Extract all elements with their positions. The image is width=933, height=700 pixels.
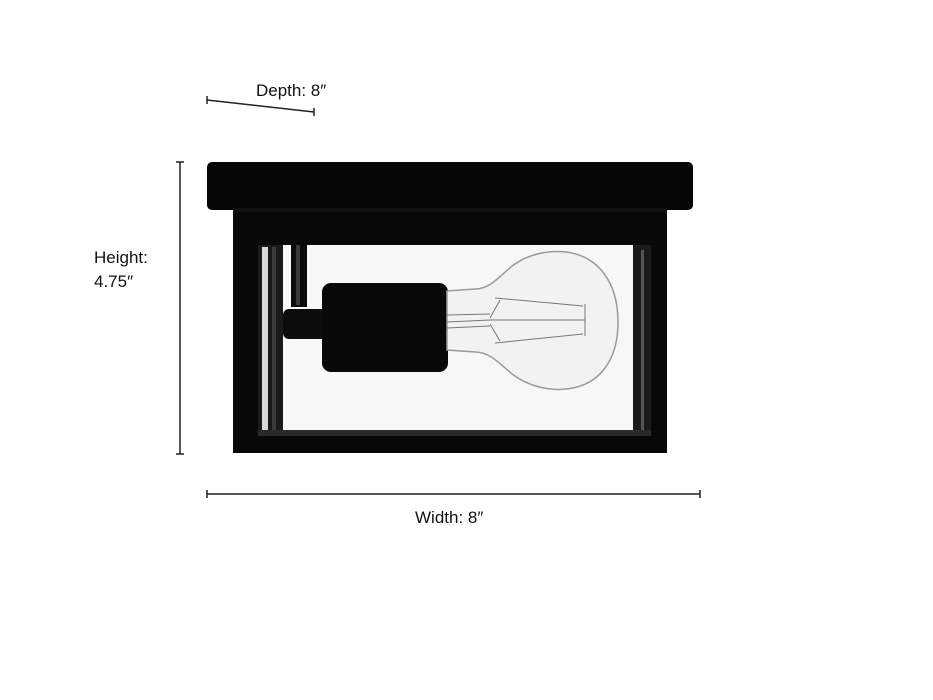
- bulb-socket: [322, 283, 448, 372]
- height-label-line2: 4.75″: [94, 272, 134, 291]
- width-label: Width: 8″: [415, 508, 484, 527]
- depth-dimension-line: [206, 96, 315, 116]
- height-dimension-line: [176, 161, 184, 455]
- bulb-filament: [446, 297, 586, 344]
- height-label-line1: Height:: [94, 248, 148, 267]
- light-fixture: [207, 162, 693, 453]
- fixture-canopy: [207, 162, 693, 210]
- depth-label: Depth: 8″: [256, 81, 327, 100]
- width-dimension-line: [206, 490, 701, 498]
